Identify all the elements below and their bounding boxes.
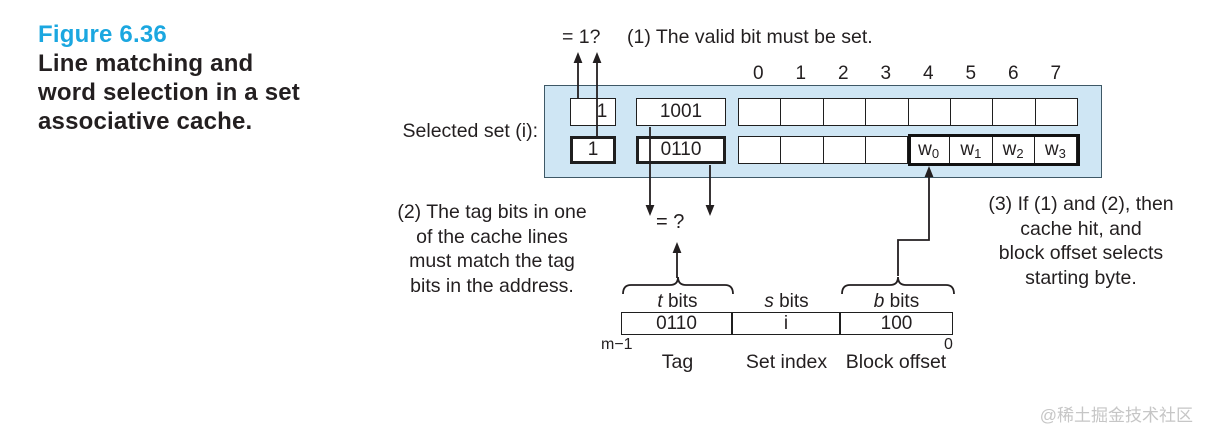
block-cell [909,99,951,125]
address-tag-field: 0110 [621,312,732,335]
block-cell [951,99,994,125]
caption-line: associative cache. [38,108,253,135]
byte-index: 5 [965,63,977,84]
step2-text: (2) The tag bits in one of the cache lin… [397,201,587,297]
block-cell [824,99,867,125]
block-offset-field-name: Block offset [845,351,947,373]
block-cell [1036,99,1077,125]
byte-index-row: 0 1 2 3 4 5 6 7 [737,63,1077,85]
caption-line: word selection in a set [38,79,301,106]
valid-bit-value: 1 [596,101,608,122]
selected-set-label: Selected set (i): [402,120,538,142]
set-index-field-name: Set index [745,351,828,373]
step3-text: (3) If (1) and (2), then cache hit, and … [988,193,1174,289]
byte-index: 7 [1050,63,1062,84]
valid0-arrowhead [573,52,583,63]
block-cell [824,137,866,163]
tag1-arrowhead [705,205,715,216]
byte-index: 6 [1007,63,1019,84]
tag-line1: 0110 [636,136,726,164]
tag-field-name: Tag [661,351,694,373]
figure-number-label: Figure 6.36 [38,21,167,48]
lsb-label: 0 [944,336,953,353]
valid1-arrowhead [592,52,602,63]
watermark-text: @稀土掘金技术社区 [1039,406,1193,425]
figure-caption: Line matching and word selection in a se… [38,49,300,136]
byte-index: 3 [880,63,892,84]
block-cell [993,99,1036,125]
b-bits-label: b bits [873,291,920,312]
t-bits-label: t bits [657,291,698,312]
valid-bit-comparison-label: = 1? [562,26,601,48]
byte-index: 2 [837,63,849,84]
address-block-offset-field: 100 [840,312,953,335]
byte-index: 4 [922,63,934,84]
byte-index: 0 [752,63,764,84]
address-set-index-field: i [732,312,840,335]
tag-comparison-label: = ? [656,211,685,233]
valid-bit-line1: 1 [570,136,616,164]
block-cell [781,99,824,125]
block-cell [739,137,782,163]
tag-line0: 1001 [636,98,726,126]
valid-bit-line0: 1 [570,98,616,126]
block-offset-arrow-line [897,176,930,276]
tbits-arrowhead [672,242,682,253]
caption-line: Line matching and [38,50,254,77]
block-cell [866,99,909,125]
s-bits-label: s bits [764,291,809,312]
block-cell [781,137,824,163]
block-cell [866,137,908,163]
tag0-arrowhead [645,205,655,216]
byte-index: 1 [795,63,807,84]
step1-text: (1) The valid bit must be set. [627,26,873,48]
msb-label: m−1 [601,336,633,353]
block-cell [739,99,782,125]
block-cells-line0 [738,98,1078,126]
